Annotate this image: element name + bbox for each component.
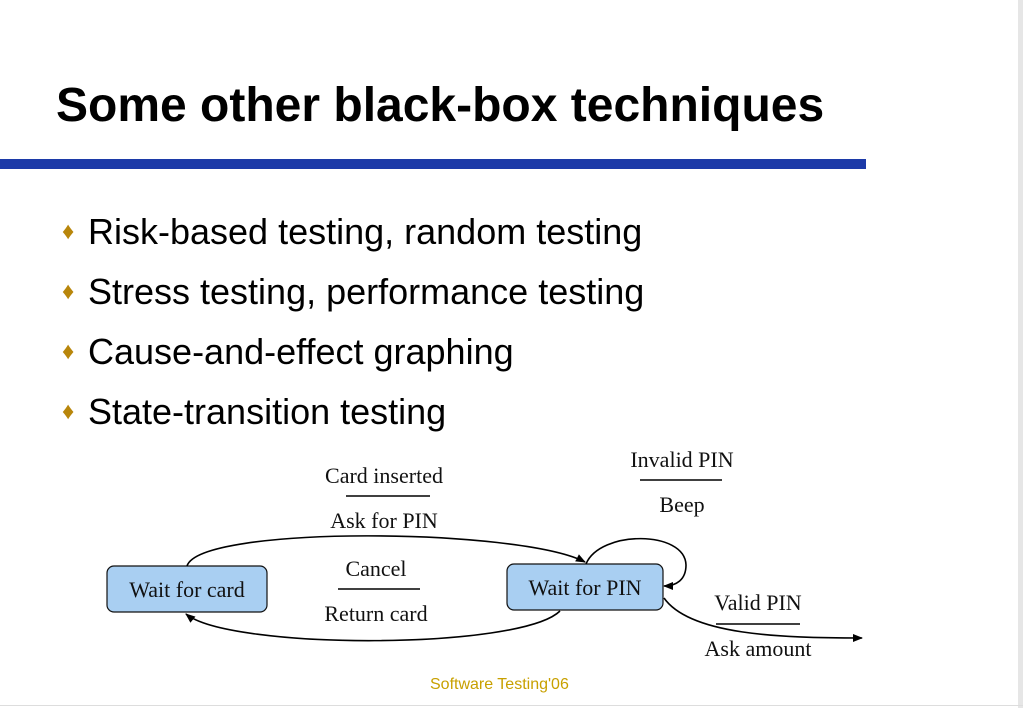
diamond-icon: ♦ bbox=[62, 218, 75, 245]
arrow-card-inserted bbox=[186, 535, 586, 567]
transition-action-return-card: Return card bbox=[324, 601, 427, 626]
slide-footer: Software Testing'06 bbox=[430, 676, 569, 693]
state-label-wait-for-pin: Wait for PIN bbox=[528, 575, 641, 600]
diamond-icon: ♦ bbox=[62, 278, 75, 305]
bullet-text: State-transition testing bbox=[88, 391, 447, 432]
bullet-item: ♦ Stress testing, performance testing bbox=[62, 262, 644, 322]
transition-action-ask-amount: Ask amount bbox=[705, 636, 812, 661]
slide-title: Some other black-box techniques bbox=[56, 79, 825, 132]
bullet-text: Risk-based testing, random testing bbox=[88, 211, 643, 252]
bullet-list: ♦ Risk-based testing, random testing ♦ S… bbox=[62, 202, 644, 442]
transition-event-cancel: Cancel bbox=[345, 556, 406, 581]
slide-right-edge bbox=[1018, 0, 1023, 708]
transition-action-ask-for-pin: Ask for PIN bbox=[330, 508, 438, 533]
arrow-invalid-pin-loop bbox=[585, 537, 687, 590]
title-underline bbox=[0, 159, 866, 169]
state-label-wait-for-card: Wait for card bbox=[129, 577, 245, 602]
diamond-icon: ♦ bbox=[62, 398, 75, 425]
transition-event-invalid-pin: Invalid PIN bbox=[630, 447, 733, 472]
arrow-cancel bbox=[185, 610, 561, 642]
transition-action-beep: Beep bbox=[659, 492, 704, 517]
bullet-item: ♦ State-transition testing bbox=[62, 382, 644, 442]
arrow-valid-pin bbox=[663, 597, 863, 642]
diamond-icon: ♦ bbox=[62, 338, 75, 365]
slide-bottom-border bbox=[0, 705, 1023, 706]
bullet-item: ♦ Risk-based testing, random testing bbox=[62, 202, 644, 262]
bullet-text: Cause-and-effect graphing bbox=[88, 331, 514, 372]
bullet-item: ♦ Cause-and-effect graphing bbox=[62, 322, 644, 382]
bullet-text: Stress testing, performance testing bbox=[88, 271, 645, 312]
state-box-wait-for-pin bbox=[506, 563, 664, 611]
transition-event-valid-pin: Valid PIN bbox=[714, 590, 802, 615]
transition-event-card-inserted: Card inserted bbox=[325, 463, 443, 488]
